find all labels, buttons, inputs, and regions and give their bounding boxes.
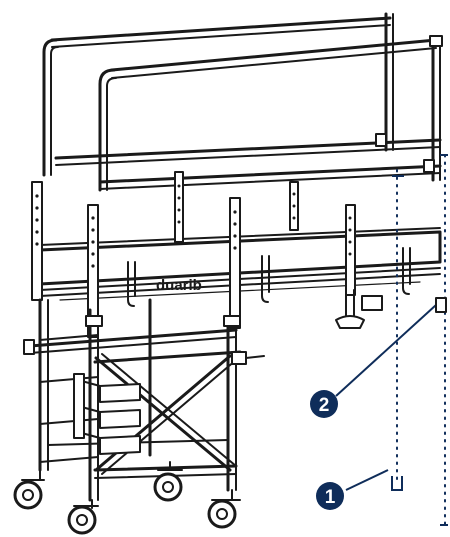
highlighted-extension-posts xyxy=(391,154,448,526)
callout-2-target xyxy=(435,297,447,313)
caster-wheel-front-left xyxy=(13,469,45,510)
callout-badge-2: 2 xyxy=(310,390,338,418)
callout-1-leader xyxy=(345,469,389,491)
callout-1-number: 1 xyxy=(325,487,336,508)
callout-2-number: 2 xyxy=(319,395,330,416)
callout-badge-1: 1 xyxy=(316,482,344,510)
callout-2-leader xyxy=(335,304,437,397)
brand-label: duarib xyxy=(156,277,202,294)
guardrail-frame xyxy=(42,12,443,192)
adjustable-posts xyxy=(31,171,411,338)
lower-frame xyxy=(23,298,265,502)
caster-wheel-front-mid xyxy=(67,499,99,535)
caster-wheel-front-right xyxy=(207,489,241,529)
caster-wheels xyxy=(13,461,241,535)
caster-wheel-back-mid xyxy=(153,461,183,502)
